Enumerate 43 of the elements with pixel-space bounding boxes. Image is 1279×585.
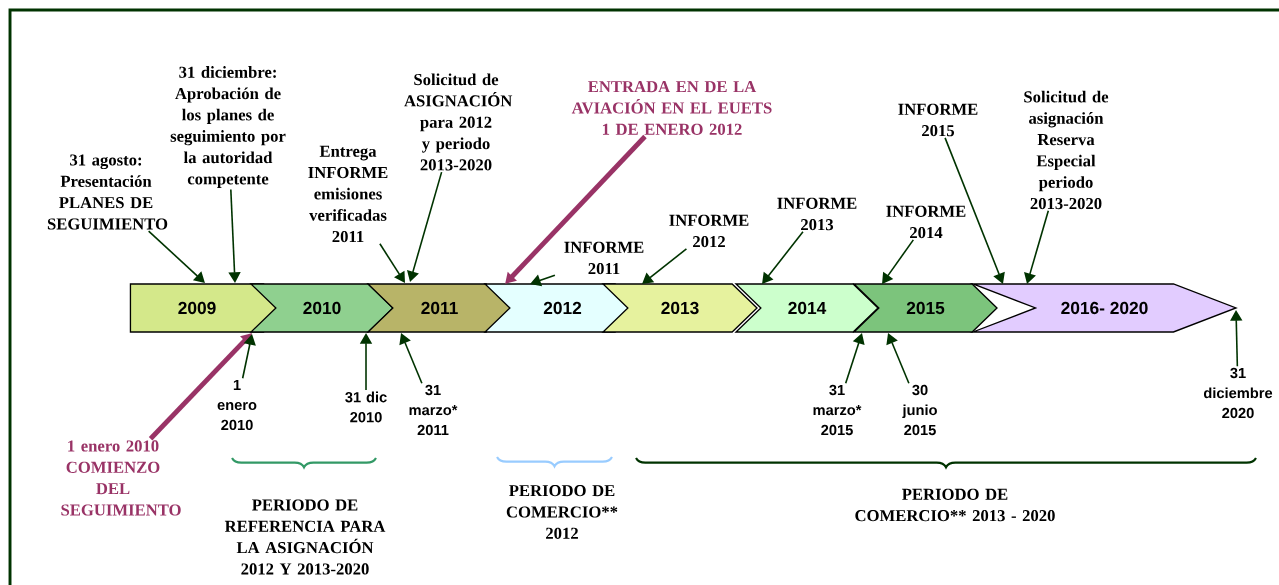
- callout-text: INFORME 2014: [886, 205, 966, 239]
- callout-text: INFORME 2015: [898, 103, 978, 137]
- arrow: [241, 334, 256, 380]
- arrow: [505, 134, 647, 284]
- callout-text: 31 diciembre: Aprobación de los planes de seguimiento por la autoridad competente: [170, 66, 286, 188]
- callout-text: 1 enero 2010 COMIENZO DEL SEGUIMIENTO: [61, 440, 181, 516]
- arrow: [1024, 210, 1050, 284]
- period-label: PERIODO DE COMERCIO** 2013 - 2020: [855, 488, 1055, 522]
- arrow: [407, 171, 443, 282]
- period-label: PERIODO DE REFERENCIA PARA LA ASIGNACIÓN 2012 Y 2013-2020: [224, 499, 386, 575]
- date-label: 1 enero 2010: [217, 379, 257, 431]
- arrow: [844, 333, 865, 384]
- callout-text: 31 agosto: Presentación PLANES DE SEGUIMIENTO: [47, 154, 168, 230]
- arrow: [379, 243, 405, 283]
- callout-text: INFORME 2013: [777, 197, 857, 231]
- arrow: [228, 188, 241, 283]
- arrow: [886, 333, 910, 384]
- year-band: 2015: [852, 283, 998, 333]
- arrow: [399, 333, 423, 384]
- arrow: [882, 239, 915, 284]
- arrow: [148, 333, 252, 441]
- year-band: 2010: [249, 283, 394, 333]
- callout-text: Solicitud de asignación Reserva Especial periodo 2013-2020: [1024, 90, 1109, 210]
- year-band: 2013: [601, 283, 758, 333]
- date-label: 31 marzo* 2011: [409, 384, 458, 436]
- callout-text: Solicitud de ASIGNACIÓN para 2012 y periodo 2013-2020: [404, 73, 513, 171]
- callout-text: INFORME 2011: [564, 241, 644, 275]
- year-band: 2011: [366, 283, 512, 333]
- year-band: 2016- 2020: [969, 283, 1238, 333]
- arrow: [642, 248, 688, 284]
- date-label: 30 junio 2015: [902, 384, 937, 436]
- callout-text: Entrega INFORME emisiones verificadas 2011: [308, 145, 388, 243]
- year-band: 2014: [734, 283, 879, 333]
- period-label: PERIODO DE COMERCIO** 2012: [506, 485, 618, 539]
- arrow: [147, 230, 205, 283]
- callout-text: ENTRADA EN DE LA AVIACIÓN EN EL EUETS 1 DE ENERO 2012: [571, 81, 772, 135]
- callout-text: INFORME 2012: [669, 214, 749, 248]
- arrow: [530, 274, 556, 287]
- date-label: 31 dic 2010: [345, 391, 387, 423]
- date-label: 31 marzo* 2015: [813, 384, 862, 436]
- arrow: [944, 137, 1005, 284]
- arrow: [762, 231, 804, 284]
- date-label: 31 diciembre 2020: [1203, 367, 1273, 419]
